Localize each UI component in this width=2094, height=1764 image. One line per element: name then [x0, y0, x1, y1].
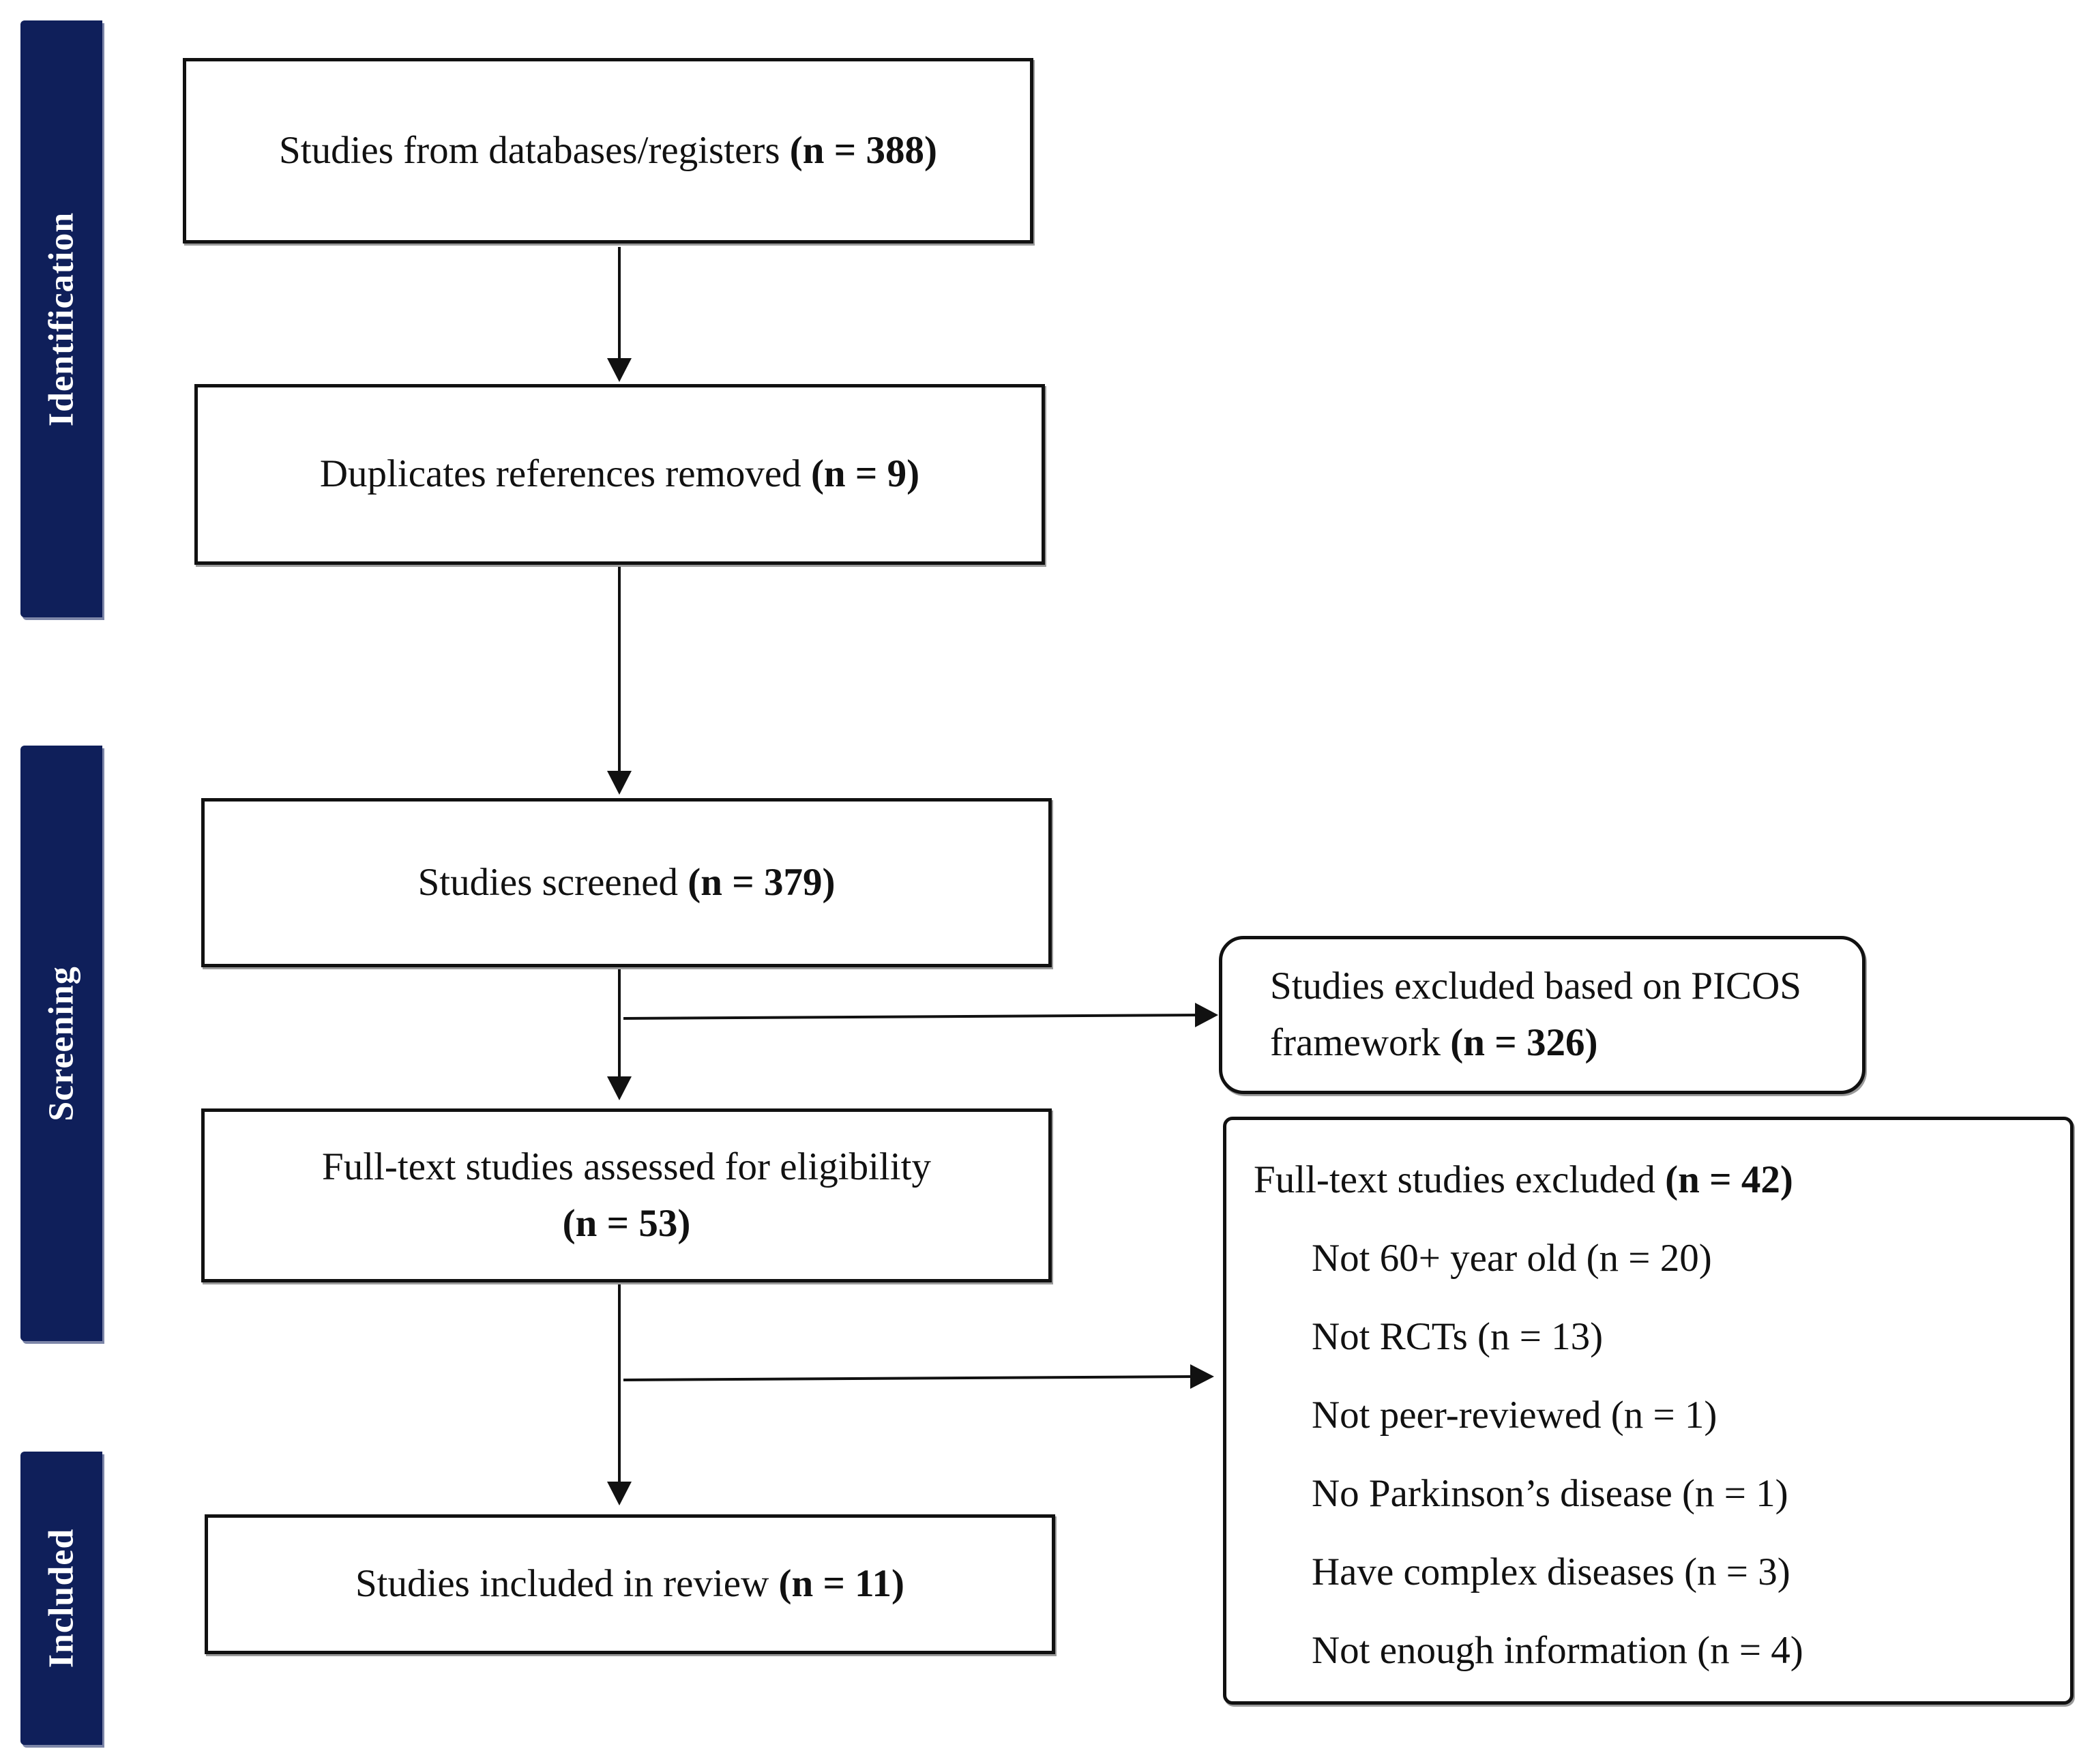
duplicates-count: (n = 9)	[810, 452, 920, 496]
phase-bar-identification: Identification	[20, 20, 102, 617]
exclusion-reason: Not RCTs (n = 13)	[1312, 1315, 1604, 1358]
exclusion-reason: Not 60+ year old (n = 20)	[1312, 1237, 1712, 1280]
exclusion-reason: Not enough information (n = 4)	[1312, 1629, 1803, 1672]
picos-excluded-count: (n = 326)	[1450, 1021, 1598, 1064]
arrowhead-duplicates	[607, 358, 632, 382]
fulltext-excluded-count: (n = 42)	[1665, 1158, 1793, 1201]
included-count: (n = 11)	[778, 1562, 905, 1606]
box-duplicates-removed: Duplicates references removed (n = 9)	[194, 384, 1045, 565]
included-label: Studies included in review	[355, 1562, 769, 1606]
arrow-screened-to-picos-excluded	[623, 1014, 1201, 1020]
arrowhead-fulltext	[607, 1076, 632, 1100]
exclusion-reason: Have complex diseases (n = 3)	[1312, 1550, 1790, 1593]
arrowhead-fulltext-excluded	[1190, 1364, 1214, 1389]
fulltext-label: Full-text studies assessed for eligibili…	[322, 1145, 931, 1188]
box-studies-screened: Studies screened (n = 379)	[201, 798, 1052, 967]
arrowhead-picos-excluded	[1195, 1003, 1218, 1027]
exclusion-reason: Not peer-reviewed (n = 1)	[1312, 1394, 1717, 1437]
phase-bar-included: Included	[20, 1452, 102, 1745]
box-fulltext-assessed: Full-text studies assessed for eligibili…	[201, 1108, 1052, 1282]
box-studies-included: Studies included in review (n = 11)	[205, 1514, 1055, 1654]
duplicates-label: Duplicates references removed	[319, 452, 801, 496]
fulltext-count: (n = 53)	[562, 1201, 691, 1245]
box-fulltext-excluded: Full-text studies excluded (n = 42) Not …	[1223, 1117, 2074, 1705]
box-picos-excluded: Studies excluded based on PICOS framewor…	[1219, 936, 1866, 1094]
databases-label: Studies from databases/registers	[279, 128, 780, 172]
picos-excluded-line1: Studies excluded based on PICOS	[1270, 965, 1801, 1008]
databases-count: (n = 388)	[789, 128, 937, 172]
exclusion-reason: No Parkinson’s disease (n = 1)	[1312, 1472, 1788, 1515]
arrowhead-screened	[607, 771, 632, 795]
screened-label: Studies screened	[417, 860, 679, 904]
box-studies-from-databases: Studies from databases/registers (n = 38…	[183, 58, 1033, 244]
screened-count: (n = 379)	[688, 860, 836, 904]
arrow-fulltext-to-fulltext-excluded	[623, 1375, 1198, 1381]
phase-bar-screening: Screening	[20, 746, 102, 1341]
fulltext-excluded-title: Full-text studies excluded	[1254, 1158, 1655, 1201]
arrowhead-included	[607, 1482, 632, 1505]
picos-excluded-line2: framework	[1270, 1021, 1441, 1064]
fulltext-excluded-title-row: Full-text studies excluded (n = 42)	[1254, 1158, 1793, 1202]
